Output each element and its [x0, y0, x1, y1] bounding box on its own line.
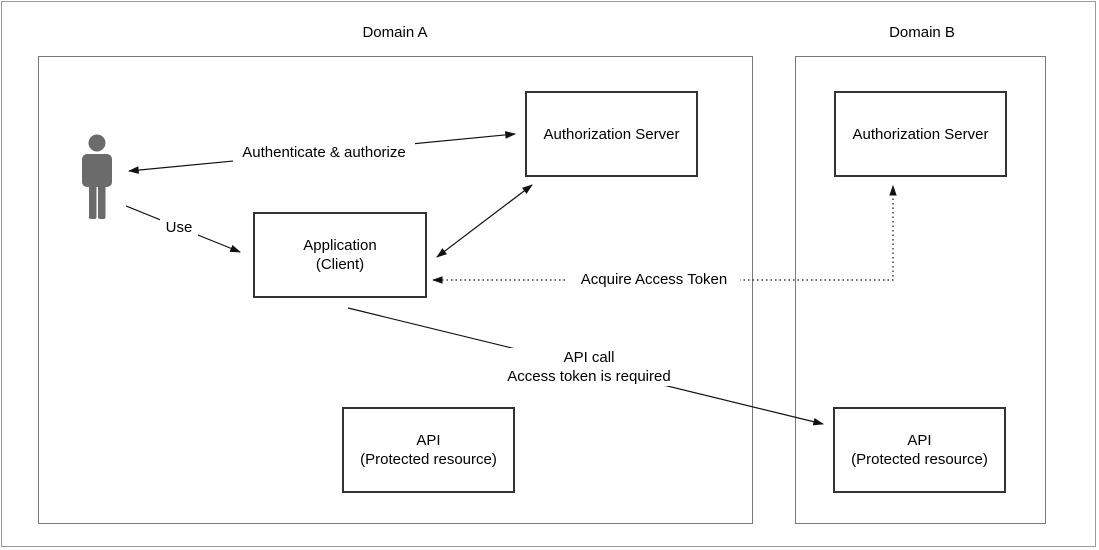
edge-app-auth-a — [436, 184, 533, 258]
edge-label-acquire-token: Acquire Access Token — [568, 270, 740, 289]
auth-server-a-node[interactable]: Authorization Server — [525, 91, 698, 177]
domain-a-title: Domain A — [362, 24, 428, 41]
person-icon — [82, 134, 112, 219]
edge-acquire-token — [431, 184, 897, 284]
api-a-label-line1: API — [416, 432, 441, 449]
application-label-line2: (Client) — [315, 256, 365, 273]
auth-server-b-node[interactable]: Authorization Server — [834, 91, 1007, 177]
edge-label-authenticate: Authenticate & authorize — [233, 143, 415, 162]
domain-b-title: Domain B — [889, 24, 955, 41]
api-b-label-line1: API — [907, 432, 932, 449]
domain-a-container — [38, 56, 753, 524]
application-label-line1: Application — [303, 237, 377, 254]
edge-label-api-call-line2: Access token is required — [507, 368, 671, 385]
auth-server-b-label: Authorization Server — [852, 125, 989, 143]
api-a-node[interactable]: API (Protected resource) — [342, 407, 515, 493]
api-b-label-line2: (Protected resource) — [851, 451, 988, 468]
edge-label-use: Use — [160, 218, 198, 237]
auth-server-a-label: Authorization Server — [543, 125, 680, 143]
api-b-node[interactable]: API (Protected resource) — [833, 407, 1006, 493]
api-a-label-line2: (Protected resource) — [360, 451, 497, 468]
domain-b-container — [795, 56, 1046, 524]
edge-label-api-call-line1: API call — [563, 349, 615, 366]
edge-label-api-call: API call Access token is required — [494, 348, 684, 386]
application-node[interactable]: Application (Client) — [253, 212, 427, 298]
